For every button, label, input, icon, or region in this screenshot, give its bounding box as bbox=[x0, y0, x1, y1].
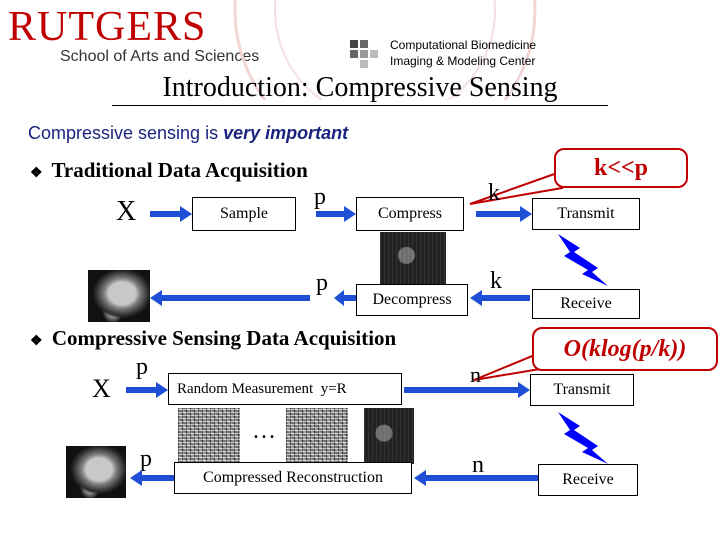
sample-box: Sample bbox=[192, 197, 296, 231]
signal-x-compressive: X bbox=[92, 374, 111, 403]
arrow-right-icon bbox=[476, 206, 532, 222]
arrow-right-icon bbox=[150, 206, 192, 222]
intro-text: Compressive sensing is bbox=[28, 123, 219, 143]
dimension-k-top: k bbox=[488, 180, 500, 206]
head-mri-traditional bbox=[88, 270, 150, 322]
bullet-traditional-text: Traditional Data Acquisition bbox=[51, 158, 308, 182]
title-underline bbox=[112, 105, 608, 106]
lightning-icon bbox=[558, 412, 608, 464]
random-matrix-image bbox=[178, 408, 240, 464]
decompress-box: Decompress bbox=[356, 284, 468, 316]
arrow-left-icon bbox=[334, 290, 356, 306]
center-logo-mark bbox=[350, 40, 380, 70]
intro-emphasis: very important bbox=[223, 123, 349, 143]
bullet-compressive-text: Compressive Sensing Data Acquisition bbox=[51, 326, 397, 350]
compressed-coefficients-image bbox=[380, 232, 446, 284]
arrow-right-icon bbox=[126, 382, 168, 398]
arrow-left-icon bbox=[470, 290, 530, 306]
arrow-right-icon bbox=[316, 206, 356, 222]
callout-complexity: O(klog(p/k)) bbox=[532, 327, 718, 371]
ellipsis: … bbox=[252, 418, 276, 444]
transmit-box-compressive: Transmit bbox=[530, 374, 634, 406]
bullet-traditional: ❖ Traditional Data Acquisition bbox=[30, 158, 308, 183]
receive-box-compressive: Receive bbox=[538, 464, 638, 496]
dimension-k-bottom: k bbox=[490, 268, 502, 294]
rutgers-wordmark: RUTGERS bbox=[8, 4, 207, 50]
random-matrix-image bbox=[286, 408, 348, 464]
lightning-icon bbox=[558, 234, 608, 286]
center-name-line2: Imaging & Modeling Center bbox=[390, 54, 536, 68]
compress-box: Compress bbox=[356, 197, 464, 231]
bullet-icon: ❖ bbox=[30, 334, 43, 349]
dimension-n-bottom: n bbox=[472, 452, 484, 478]
signal-x-traditional: X bbox=[116, 196, 137, 227]
random-measurement-box: Random Measurement y=R bbox=[168, 373, 402, 405]
transmit-box-traditional: Transmit bbox=[532, 198, 640, 230]
dimension-p-cs-bottom: p bbox=[140, 446, 152, 472]
dimension-n-top: n bbox=[470, 362, 481, 387]
dimension-p-cs-top: p bbox=[136, 354, 148, 380]
center-name-line1: Computational Biomedicine bbox=[390, 38, 537, 52]
head-mri-compressive bbox=[66, 446, 126, 498]
seal-watermark bbox=[233, 0, 537, 100]
school-name: School of Arts and Sciences bbox=[60, 48, 260, 65]
bullet-compressive: ❖ Compressive Sensing Data Acquisition bbox=[30, 326, 396, 351]
bullet-icon: ❖ bbox=[30, 166, 43, 181]
intro-line: Compressive sensing is very important bbox=[28, 123, 348, 144]
measurements-image bbox=[364, 408, 414, 464]
dimension-p-bottom: p bbox=[316, 270, 328, 296]
slide-title: Introduction: Compressive Sensing bbox=[162, 72, 558, 103]
dimension-p-top: p bbox=[314, 184, 326, 210]
rutgers-logo: RUTGERS School of Arts and Sciences bbox=[8, 4, 259, 66]
arrow-left-icon bbox=[130, 470, 174, 486]
receive-box-traditional: Receive bbox=[532, 289, 640, 319]
compressed-reconstruction-box: Compressed Reconstruction bbox=[174, 462, 412, 494]
arrow-left-icon bbox=[414, 470, 538, 486]
arrow-right-icon bbox=[404, 382, 530, 398]
arrow-left-icon bbox=[150, 290, 310, 306]
callout-k-less-than-p: k<<p bbox=[554, 148, 688, 188]
